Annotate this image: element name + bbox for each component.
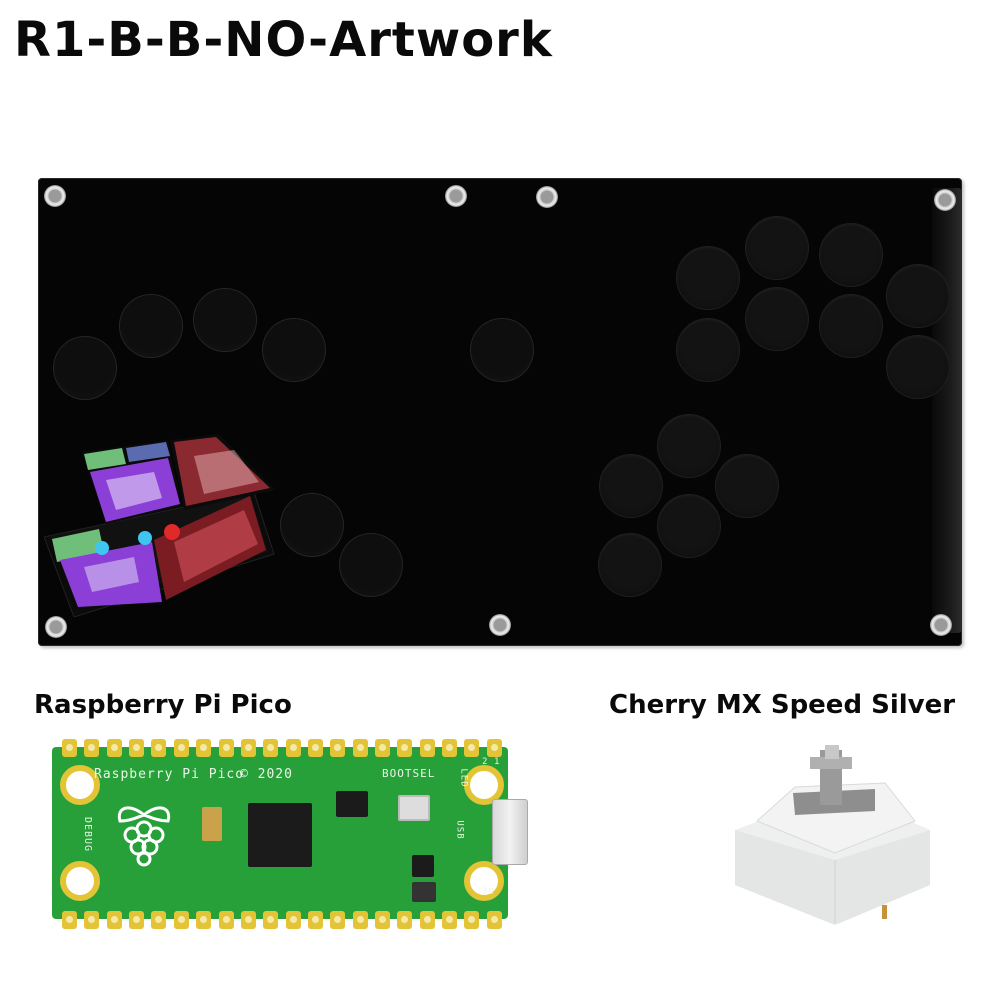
silkscreen-pin-39: 39 [482, 887, 495, 897]
gpio-pad [151, 911, 167, 929]
arcade-button [600, 455, 662, 517]
page-title: R1-B-B-NO-Artwork [14, 12, 553, 68]
gpio-pad [240, 911, 256, 929]
mount-hole [60, 765, 100, 805]
pico-label: Raspberry Pi Pico [34, 690, 292, 720]
screw-icon [45, 616, 67, 638]
silkscreen-copyright: © 2020 [240, 767, 293, 782]
arcade-button [820, 295, 882, 357]
gpio-pad [397, 739, 413, 757]
arcade-button [194, 289, 256, 351]
gpio-pad [196, 911, 212, 929]
silkscreen-pin-2: 2 [482, 757, 489, 767]
gpio-pad [218, 739, 234, 757]
gpio-pad [62, 739, 77, 757]
mount-hole [464, 765, 504, 805]
arcade-button [599, 534, 661, 596]
cherry-mx-switch-image [735, 745, 930, 925]
gpio-pad [196, 739, 212, 757]
silkscreen-debug: DEBUG [82, 816, 94, 853]
arcade-button [887, 265, 949, 327]
gpio-pad [330, 911, 346, 929]
gpio-pad [285, 739, 301, 757]
gpio-pad [352, 911, 368, 929]
gpio-pad [263, 911, 279, 929]
screw-icon [934, 189, 956, 211]
gpio-pad [442, 911, 458, 929]
gpio-pad [442, 739, 458, 757]
arcade-button [746, 217, 808, 279]
arcade-button [658, 495, 720, 557]
gpio-pad [151, 739, 167, 757]
gpio-pad [464, 911, 480, 929]
gpio-pad [352, 739, 368, 757]
arcade-button [54, 337, 116, 399]
gpio-pad [307, 911, 323, 929]
gpio-pad [84, 739, 100, 757]
gpio-pad [285, 911, 301, 929]
arcade-button [677, 247, 739, 309]
silkscreen-bootsel: BOOTSEL [382, 767, 436, 780]
gpio-pad [84, 911, 100, 929]
screw-icon [930, 614, 952, 636]
raspberry-pi-pico-image: Raspberry Pi Pico © 2020 BOOTSEL LED USB… [52, 737, 528, 929]
arcade-button [340, 534, 402, 596]
crystal [202, 807, 222, 841]
gpio-pad [307, 739, 323, 757]
switch-label: Cherry MX Speed Silver [609, 690, 956, 720]
gpio-pad [464, 739, 480, 757]
gpio-pad [218, 911, 234, 929]
screw-icon [536, 186, 558, 208]
gpio-pad [129, 739, 145, 757]
rp2040-chip [248, 803, 312, 867]
gpio-pad [375, 911, 391, 929]
gpio-pad [397, 911, 413, 929]
gpio-pad [486, 911, 502, 929]
arcade-button [716, 455, 778, 517]
board-edge [932, 188, 962, 633]
silkscreen-name: Raspberry Pi Pico [94, 767, 245, 782]
silkscreen-led: LED [458, 768, 469, 788]
arcade-button [677, 319, 739, 381]
pin-row-top [62, 739, 502, 757]
gpio-pad [106, 911, 122, 929]
gpio-pad [106, 739, 122, 757]
arcade-button [471, 319, 533, 381]
gpio-pad [486, 739, 502, 757]
gpio-pad [330, 739, 346, 757]
arcade-button [887, 336, 949, 398]
gpio-pad [240, 739, 256, 757]
gpio-pad [173, 739, 189, 757]
regulator-chip [412, 855, 434, 877]
gpio-pad [419, 739, 435, 757]
gpio-pad [173, 911, 189, 929]
raspberry-logo-icon [117, 806, 171, 867]
mount-hole [60, 861, 100, 901]
silkscreen-pin-1: 1 [494, 757, 501, 767]
arcade-button [746, 288, 808, 350]
arcade-button [658, 415, 720, 477]
artwork-preview-image [44, 434, 276, 617]
gpio-pad [129, 911, 145, 929]
inductor [412, 882, 436, 902]
mount-hole [464, 861, 504, 901]
screw-icon [489, 614, 511, 636]
screw-icon [44, 185, 66, 207]
gpio-pad [263, 739, 279, 757]
screw-icon [445, 185, 467, 207]
arcade-button [281, 494, 343, 556]
arcade-button [120, 295, 182, 357]
arcade-button [263, 319, 325, 381]
arcade-button [820, 224, 882, 286]
gpio-pad [375, 739, 391, 757]
flash-chip [336, 791, 368, 817]
gpio-pad [62, 911, 77, 929]
silkscreen-usb: USB [454, 820, 465, 840]
pin-row-bottom [62, 911, 502, 929]
gpio-pad [419, 911, 435, 929]
micro-usb-port [492, 799, 528, 865]
bootsel-button [398, 795, 430, 821]
